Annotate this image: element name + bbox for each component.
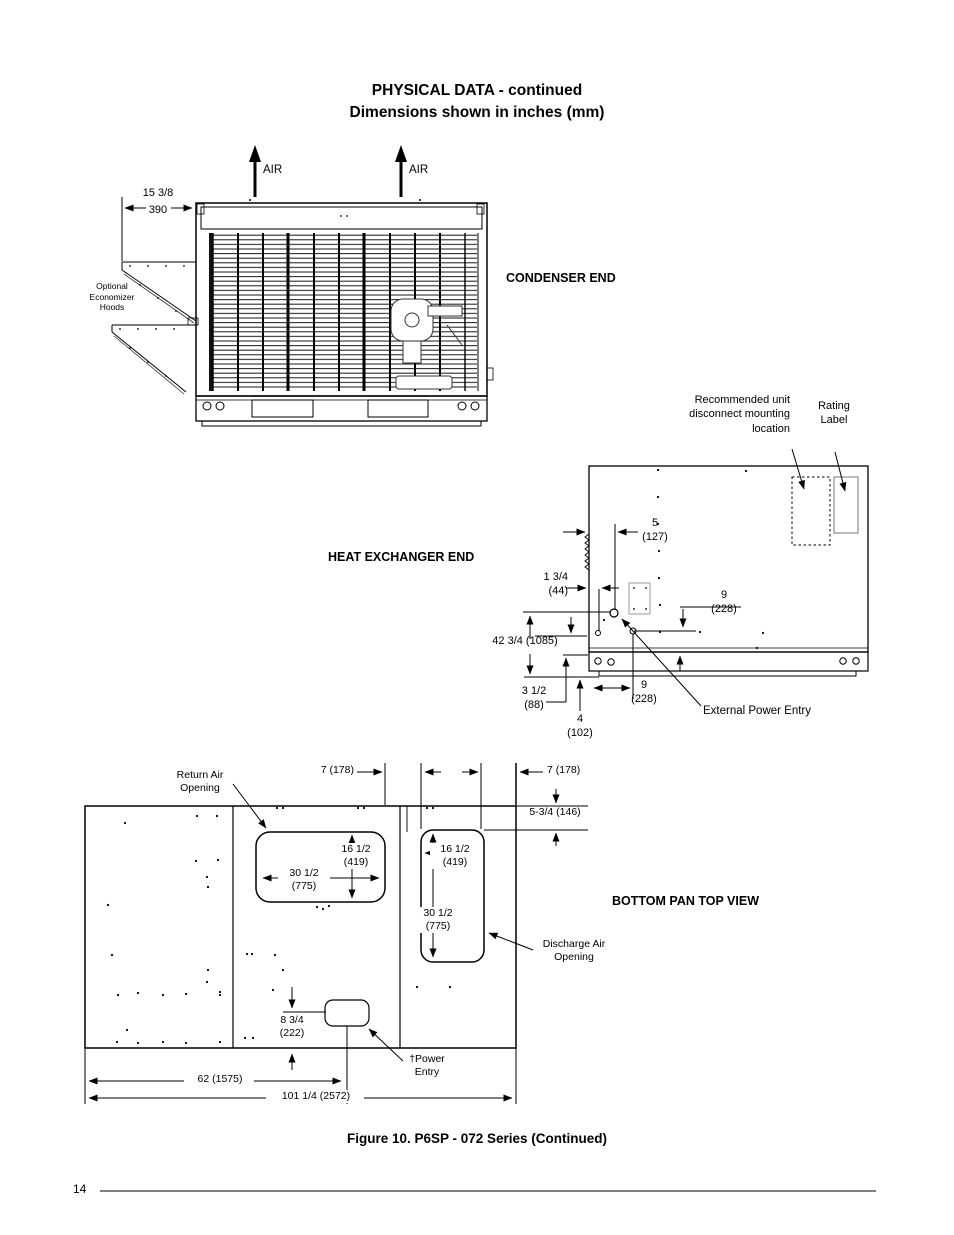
heat-exchanger-end-label: HEAT EXCHANGER END [328, 550, 475, 564]
condenser-pipe-detail [390, 298, 463, 390]
hood-width-mm: 390 [148, 204, 168, 216]
heat-exchanger-end-drawing [523, 448, 869, 711]
figure-caption: Figure 10. P6SP - 072 Series (Continued) [346, 1131, 608, 1146]
discharge-opening-width: 16 1/2 (419) [430, 843, 480, 870]
dim-7-178-right: 7 (178) [547, 764, 581, 776]
pan-screw-dots [106, 806, 452, 1045]
air-label-left: AIR [263, 164, 283, 176]
dim-5-127: 5 (127) [642, 517, 668, 544]
page-number: 14 [73, 1182, 87, 1196]
dim-7-178-left: 7 (178) [320, 764, 354, 776]
page-title-line1: PHYSICAL DATA - continued [371, 82, 583, 99]
condenser-end-label: CONDENSER END [506, 271, 616, 285]
power-entry-label: †Power Entry [409, 1053, 445, 1079]
dim-8-3-4-222: 8 3/4 (222) [279, 1014, 305, 1040]
hood-width-inches: 15 3/8 [142, 187, 174, 199]
dim-9-228-bottom: 9 (228) [631, 679, 657, 706]
return-opening-height: 16 1/2 (419) [331, 843, 381, 870]
economizer-hoods [111, 261, 199, 395]
page-title-line2: Dimensions shown in inches (mm) [349, 104, 605, 121]
dim-42-3-4-1085: 42 3/4 (1085) [492, 635, 558, 647]
external-power-entry-label: External Power Entry [703, 705, 812, 717]
return-opening-width: 30 1/2 (775) [278, 867, 330, 894]
dim-9-228-right: 9 (228) [711, 589, 737, 616]
discharge-air-opening-label: Discharge Air Opening [542, 938, 606, 964]
disconnect-location-note: Recommended unit disconnect mounting loc… [689, 394, 790, 435]
bottom-pan-top-view-label: BOTTOM PAN TOP VIEW [612, 894, 760, 908]
condenser-end-drawing [111, 145, 494, 427]
rating-label-note: Rating Label [818, 400, 850, 427]
dim-4-102: 4 (102) [567, 713, 593, 740]
dim-3-1-2-88: 3 1/2 (88) [521, 685, 547, 712]
bottom-pan-drawing [84, 763, 588, 1104]
dim-5-3-4-146: 5-3/4 (146) [529, 806, 581, 818]
return-air-opening-label: Return Air Opening [176, 769, 224, 795]
dim-101-1-4-2572: 101 1/4 (2572) [268, 1090, 364, 1104]
dim-1-3-4-44: 1 3/4 (44) [543, 571, 568, 598]
air-label-right: AIR [409, 164, 429, 176]
economizer-hoods-note: Optional Economizer Hoods [89, 281, 135, 313]
discharge-opening-height: 30 1/2 (775) [413, 907, 463, 934]
dim-62-1575: 62 (1575) [186, 1073, 254, 1087]
